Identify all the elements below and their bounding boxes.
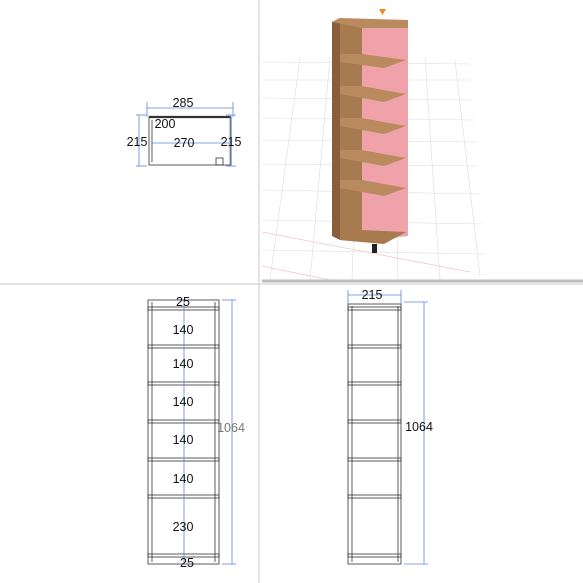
front-shelf-bottom bbox=[147, 553, 220, 558]
dim-front-gap-3: 140 bbox=[173, 395, 194, 409]
floor-grid-accent bbox=[261, 231, 471, 281]
front-shelf-4 bbox=[147, 457, 220, 462]
shelf-3d-2 bbox=[340, 86, 406, 102]
dim-top-inner-width: 270 bbox=[174, 136, 195, 150]
side-shelf-3 bbox=[347, 419, 402, 424]
shelf-3d-3 bbox=[340, 118, 406, 134]
corner-mark bbox=[215, 157, 224, 166]
dim-side-height: 1064 bbox=[405, 420, 433, 434]
front-shelves bbox=[147, 306, 220, 558]
front-shelf-top bbox=[147, 306, 220, 311]
side-shelves bbox=[347, 306, 402, 558]
dim-top-width: 285 bbox=[173, 96, 194, 110]
side-shelf-4 bbox=[347, 457, 402, 462]
side-view: 215 1064 bbox=[347, 288, 433, 565]
dim-side-depth: 215 bbox=[362, 288, 383, 302]
dim-front-gap-5: 140 bbox=[173, 472, 194, 486]
shelf-3d-4 bbox=[340, 150, 406, 166]
front-shelf-2 bbox=[147, 381, 220, 386]
dim-front-gap-1: 140 bbox=[173, 323, 194, 337]
dim-front-gap-2: 140 bbox=[173, 357, 194, 371]
side-view-outline bbox=[347, 303, 402, 565]
side-shelf-1 bbox=[347, 344, 402, 349]
dim-front-gap-4: 140 bbox=[173, 433, 194, 447]
dim-top-depth-right: 215 bbox=[221, 135, 242, 149]
front-shelf-3 bbox=[147, 419, 220, 424]
side-shelf-5 bbox=[347, 494, 402, 499]
front-shelf-1 bbox=[147, 344, 220, 349]
bookcase-3d bbox=[332, 18, 408, 253]
side-shelf-bottom bbox=[347, 553, 402, 558]
dim-front-bottom-panel: 25 bbox=[180, 556, 194, 570]
shelf-3d-5 bbox=[340, 180, 406, 196]
side-shelf-2 bbox=[347, 381, 402, 386]
shelf-3d-1 bbox=[340, 54, 406, 68]
dim-top-depth-left: 215 bbox=[127, 135, 148, 149]
dim-front-gap-6: 230 bbox=[173, 520, 194, 534]
front-view-outline bbox=[147, 299, 220, 565]
front-shelf-5 bbox=[147, 494, 220, 499]
top-view: 285 200 270 215 215 bbox=[127, 96, 242, 167]
dim-top-inner-offset: 200 bbox=[155, 117, 176, 131]
front-view: 25 140 140 140 140 140 230 25 1064 bbox=[147, 295, 245, 570]
orientation-marker-icon[interactable] bbox=[379, 9, 386, 15]
side-shelf-top bbox=[347, 306, 402, 311]
viewport-3d[interactable] bbox=[260, 0, 583, 283]
dim-front-top-panel: 25 bbox=[176, 295, 190, 309]
dim-front-height: 1064 bbox=[217, 421, 245, 435]
